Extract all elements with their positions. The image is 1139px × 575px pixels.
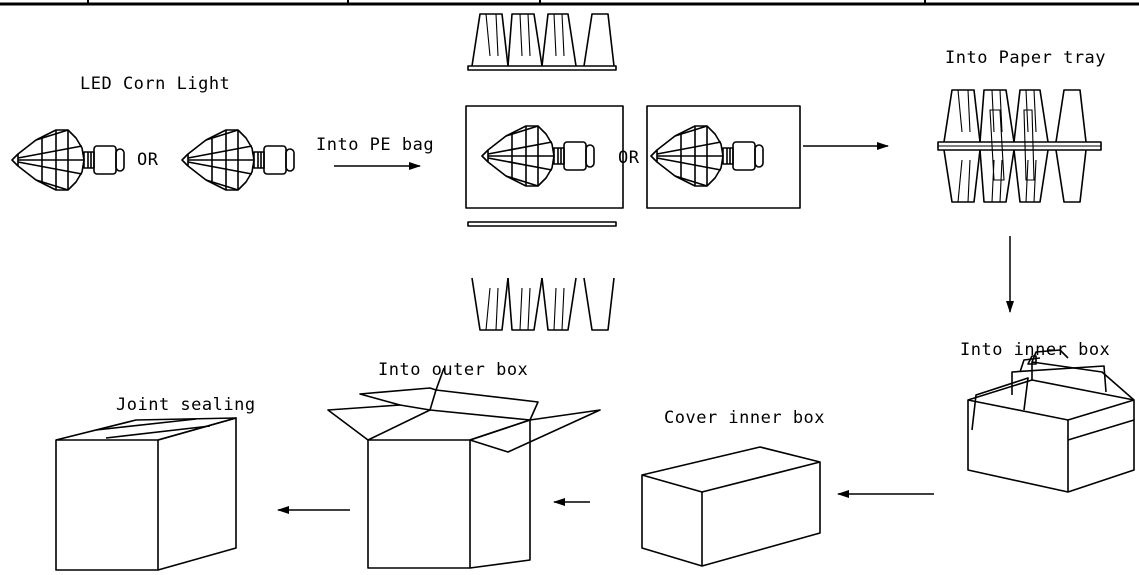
top-border: [0, 0, 1139, 6]
label-or-1: OR: [137, 150, 159, 170]
paper-tray: [937, 89, 1102, 203]
pe-bag-2: [646, 105, 801, 209]
tray-top: [467, 13, 617, 71]
label-joint-sealing: Joint sealing: [116, 395, 256, 415]
tray-bottom: [467, 221, 617, 331]
sealed-box: [55, 417, 237, 571]
inner-box-open: [967, 349, 1135, 493]
pe-bag-1: [465, 105, 624, 209]
outer-box-open: [327, 367, 601, 569]
label-led-corn-light: LED Corn Light: [80, 74, 231, 94]
label-into-outer-box: Into outer box: [378, 360, 529, 380]
label-cover-inner-box: Cover inner box: [664, 408, 826, 428]
led-corn-light-1: [11, 129, 125, 191]
label-into-pe-bag: Into PE bag: [316, 135, 435, 155]
label-into-paper-tray: Into Paper tray: [945, 48, 1107, 68]
label-into-inner-box: Into inner box: [960, 340, 1111, 360]
inner-box-closed: [641, 446, 821, 567]
label-or-2: OR: [618, 148, 640, 168]
led-corn-light-2: [181, 129, 295, 191]
